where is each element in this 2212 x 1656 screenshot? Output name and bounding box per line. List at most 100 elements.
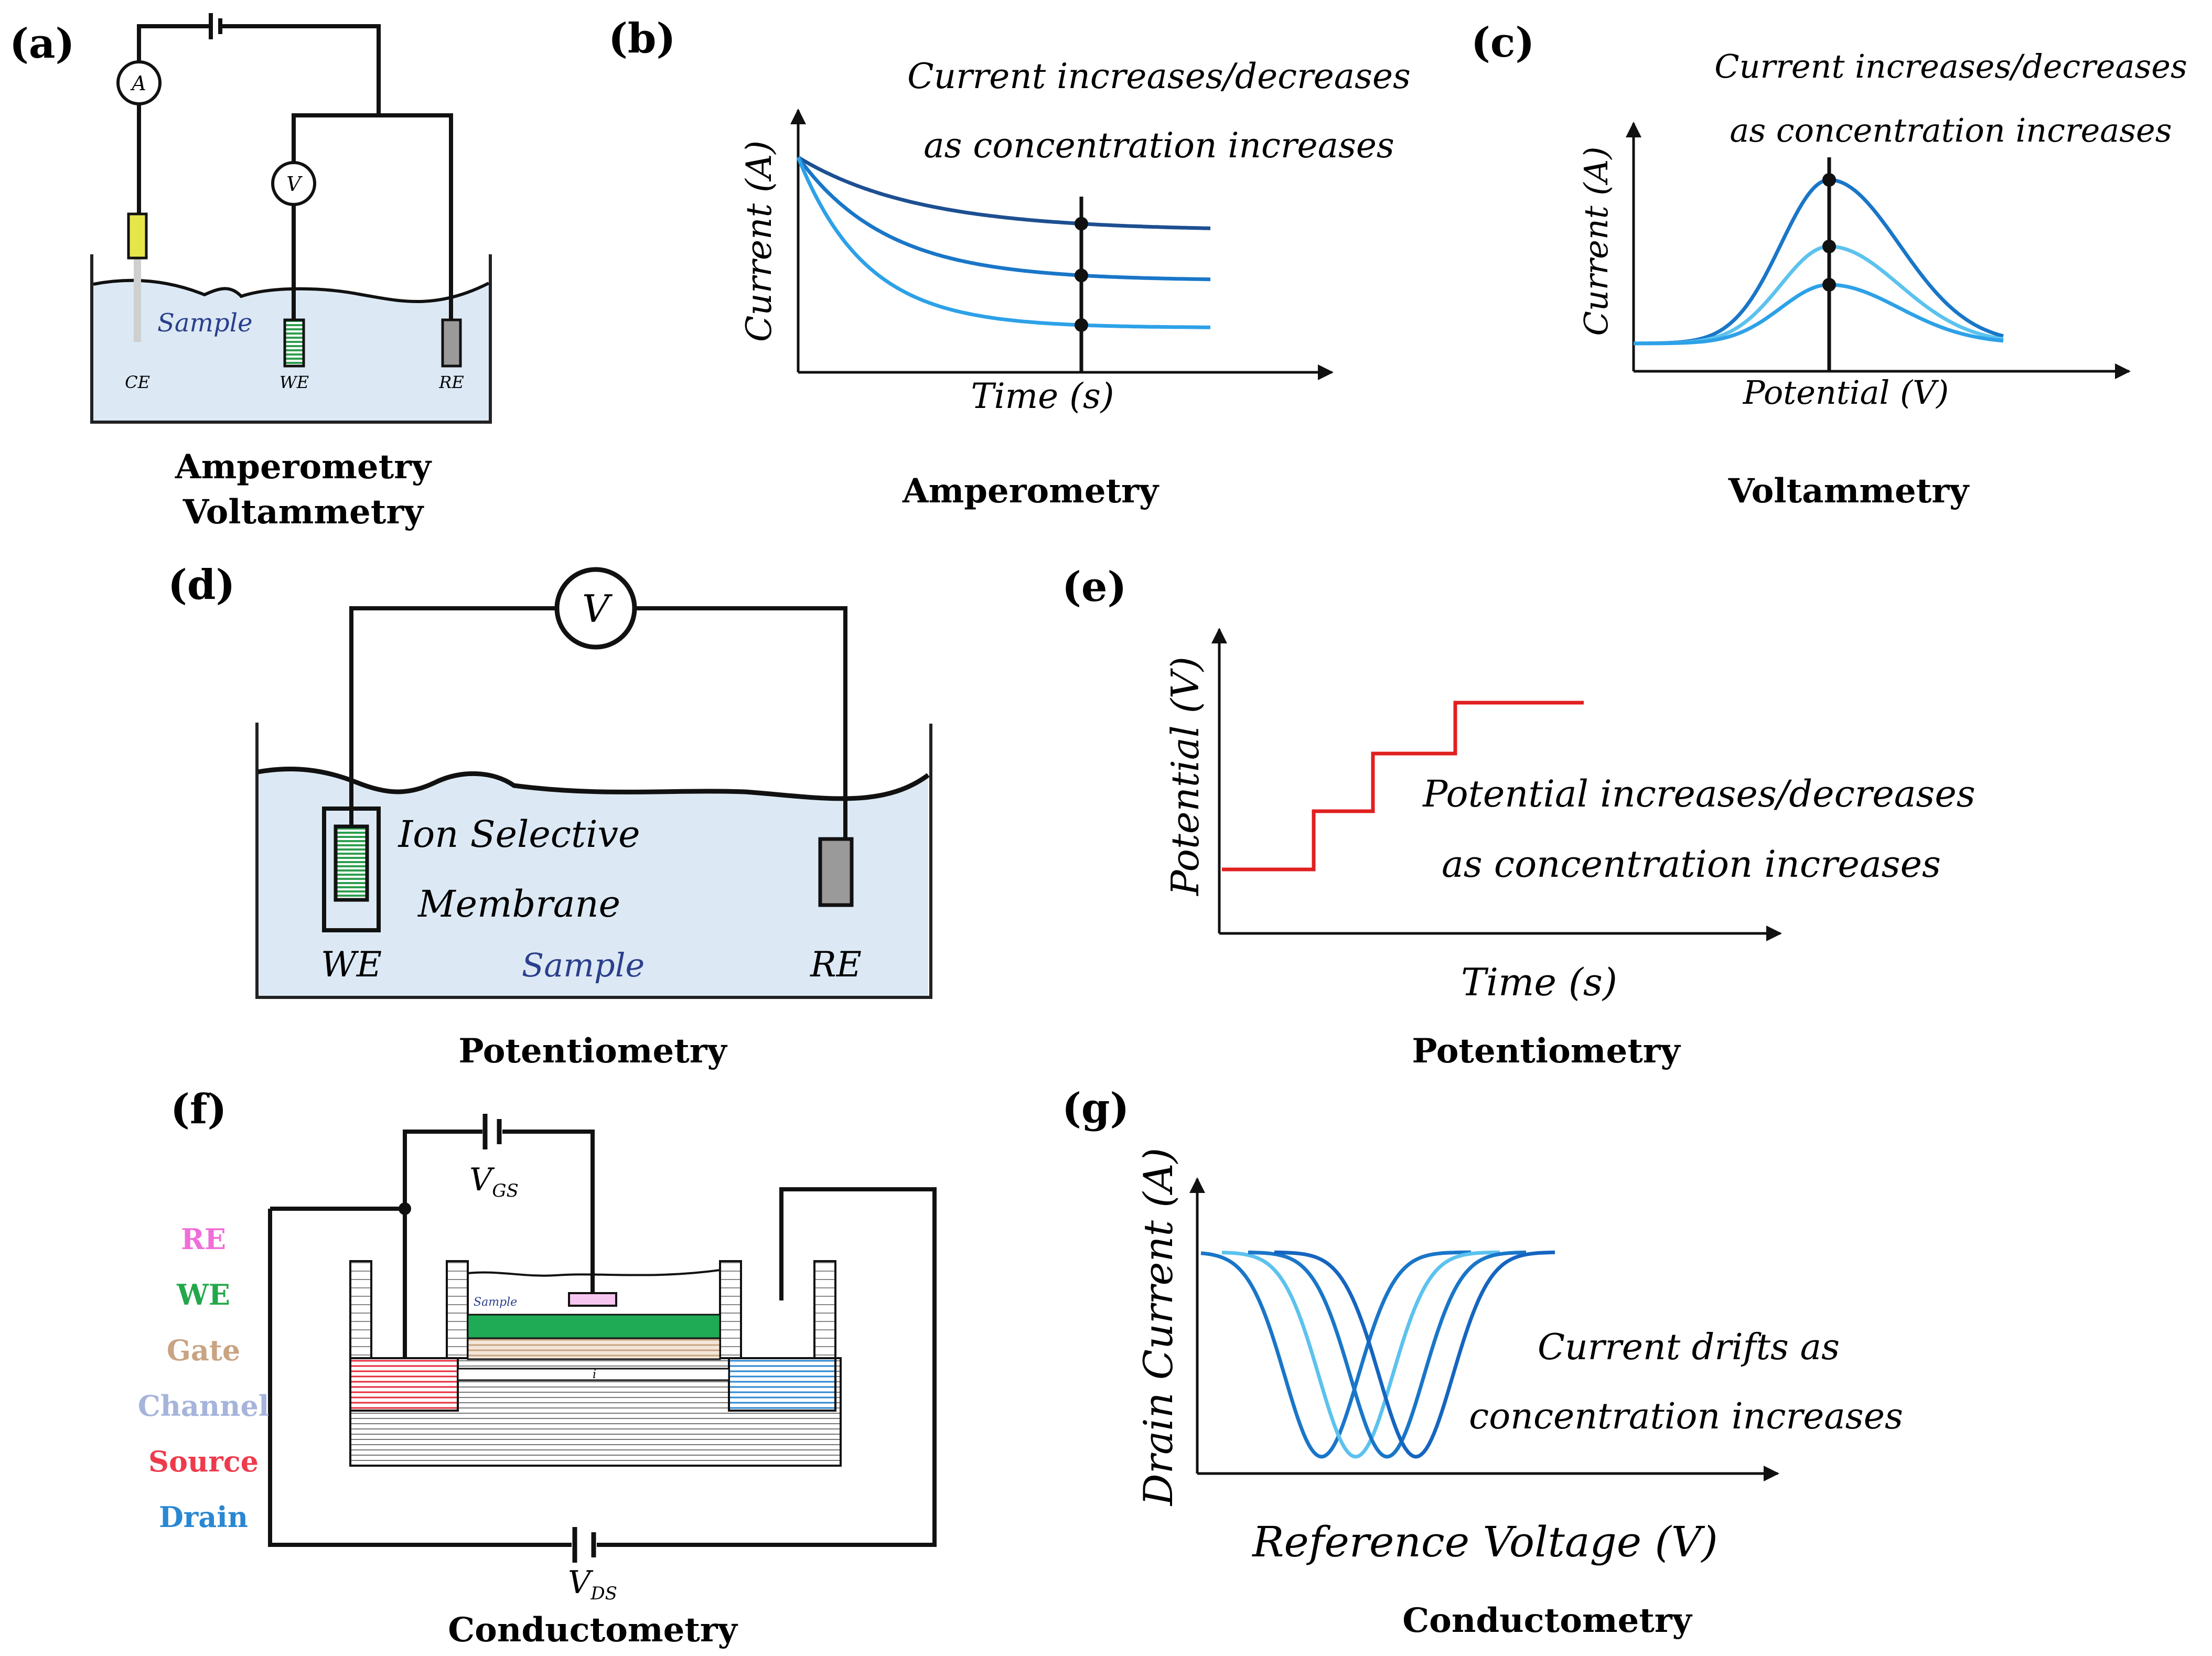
beaker-a — [90, 254, 492, 424]
y-axis-label-e: Potential (V) — [1163, 657, 1207, 897]
transfer-curve-1 — [1200, 1250, 1471, 1459]
panel-e-label: (e) — [1062, 563, 1126, 611]
ammeter-label-a: A — [130, 72, 146, 95]
ce-label: CE — [125, 372, 150, 392]
sample-label-d: Sample — [522, 946, 645, 984]
counter-electrode-rod — [134, 258, 141, 342]
caption-e: Potentiometry — [1412, 1031, 1681, 1071]
marker-dot-b-2 — [1075, 268, 1088, 283]
panel-f-label: (f) — [170, 1085, 227, 1133]
we-layer — [467, 1314, 721, 1339]
drain-block — [728, 1357, 836, 1412]
panel-b: (b) Current increases/decreases as conce… — [608, 15, 1411, 511]
vds-label-v: V — [568, 1564, 594, 1601]
panel-a: (a) A V Sample CE WE RE Amperometry Volt… — [9, 13, 492, 532]
potential-step-line — [1222, 701, 1584, 872]
legend-source: Source — [148, 1445, 259, 1478]
annotation-c-line2: as concentration increases — [1730, 111, 2172, 149]
x-axis-label-c: Potential (V) — [1743, 373, 1949, 412]
panel-a-label: (a) — [9, 20, 74, 68]
legend-gate: Gate — [167, 1334, 240, 1367]
circuit-wire-a — [137, 24, 453, 320]
marker-dot-b-3 — [1075, 318, 1088, 332]
sample-liquid-d — [258, 769, 928, 996]
gate-layer — [467, 1337, 721, 1360]
panel-e: (e) Potential (V) Time (s) Potential inc… — [1062, 563, 1975, 1071]
decay-curve-upper — [797, 155, 1211, 230]
curves-b — [796, 155, 1211, 329]
voltmeter-label-d: V — [582, 587, 613, 631]
membrane-label-line2: Membrane — [417, 883, 620, 926]
caption-f: Conductometry — [448, 1610, 738, 1650]
channel-layer — [457, 1368, 730, 1381]
pillar-left-inner — [446, 1260, 469, 1359]
we-label-a: WE — [280, 372, 309, 392]
panel-f: (f) VGS VDS Sample i RE WE Gate Channel … — [138, 1085, 937, 1650]
legend-we: WE — [176, 1278, 230, 1311]
y-axis-label-c: Current (A) — [1577, 146, 1615, 336]
transfer-curve-2 — [1221, 1250, 1500, 1459]
panel-d: (d) V Ion Selective Membrane WE Sample R… — [168, 561, 932, 1071]
panel-c-label: (c) — [1471, 19, 1534, 67]
re-label-d: RE — [810, 944, 862, 985]
reference-electrode-f — [568, 1292, 617, 1307]
caption-b: Amperometry — [902, 471, 1159, 511]
pillar-left-outer — [349, 1260, 372, 1359]
junction-node — [399, 1202, 411, 1215]
panel-g: (g) Drain Current (A) Reference Voltage … — [1062, 1084, 1903, 1640]
y-axis-label-g: Drain Current (A) — [1135, 1148, 1182, 1507]
marker-dot-c-2 — [1822, 240, 1836, 253]
peak-curve-low — [1634, 283, 2004, 346]
liquid-surface-d — [257, 767, 930, 801]
marker-dot-c-3 — [1822, 278, 1836, 292]
dots-c — [1822, 173, 1836, 292]
decay-curve-lower — [796, 156, 1210, 329]
ammeter-a — [116, 60, 162, 105]
vgs-label: VGS — [469, 1162, 519, 1201]
we-label-d: WE — [321, 944, 382, 985]
x-axis-label-b: Time (s) — [971, 376, 1114, 416]
legend-re: RE — [181, 1222, 226, 1256]
annotation-e-line1: Potential increases/decreases — [1422, 772, 1975, 815]
counter-electrode — [127, 212, 148, 260]
pillar-right-inner — [719, 1260, 742, 1359]
y-axis-label-b: Current (A) — [739, 141, 779, 342]
transfer-curve-3 — [1248, 1250, 1527, 1459]
voltmeter-label-a: V — [286, 173, 303, 196]
panel-g-label: (g) — [1062, 1084, 1129, 1132]
sample-label-f: Sample — [474, 1296, 517, 1309]
vgs-circuit-wire — [403, 1130, 595, 1358]
reference-electrode-a — [441, 318, 462, 368]
vds-label-sub: DS — [590, 1583, 617, 1604]
decay-curve-middle — [797, 156, 1211, 282]
voltmeter-d — [554, 567, 637, 650]
ion-selective-membrane — [322, 807, 381, 932]
working-electrode-a — [283, 318, 305, 368]
source-block — [349, 1357, 459, 1412]
working-electrode-d — [334, 824, 369, 902]
re-label-a: RE — [438, 372, 464, 392]
membrane-label-line1: Ion Selective — [397, 813, 640, 856]
x-axis-label-g: Reference Voltage (V) — [1251, 1518, 1717, 1566]
annotation-g-line2: concentration increases — [1469, 1396, 1903, 1437]
pillar-right-outer — [813, 1260, 836, 1359]
curves-g — [1200, 1250, 1555, 1459]
annotation-c-line1: Current increases/decreases — [1714, 47, 2187, 85]
legend-channel: Channel — [138, 1389, 270, 1423]
vds-label: VDS — [568, 1564, 617, 1604]
transfer-curve-4 — [1274, 1250, 1555, 1459]
vds-circuit-wire — [268, 1187, 937, 1547]
liquid-surface-a — [93, 278, 490, 304]
caption-c: Voltammetry — [1728, 471, 1970, 511]
channel-mark: i — [593, 1368, 596, 1381]
caption-g: Conductometry — [1402, 1601, 1692, 1640]
annotation-g-line1: Current drifts as — [1538, 1327, 1840, 1368]
panel-b-label: (b) — [608, 15, 675, 62]
caption-a-line2: Voltammetry — [182, 492, 424, 532]
sample-surface-f — [467, 1269, 721, 1277]
annotation-b-line2: as concentration increases — [924, 125, 1394, 166]
vgs-label-sub: GS — [492, 1180, 518, 1201]
panel-c: (c) Current increases/decreases as conce… — [1471, 19, 2187, 511]
annotation-b-line1: Current increases/decreases — [907, 56, 1411, 96]
